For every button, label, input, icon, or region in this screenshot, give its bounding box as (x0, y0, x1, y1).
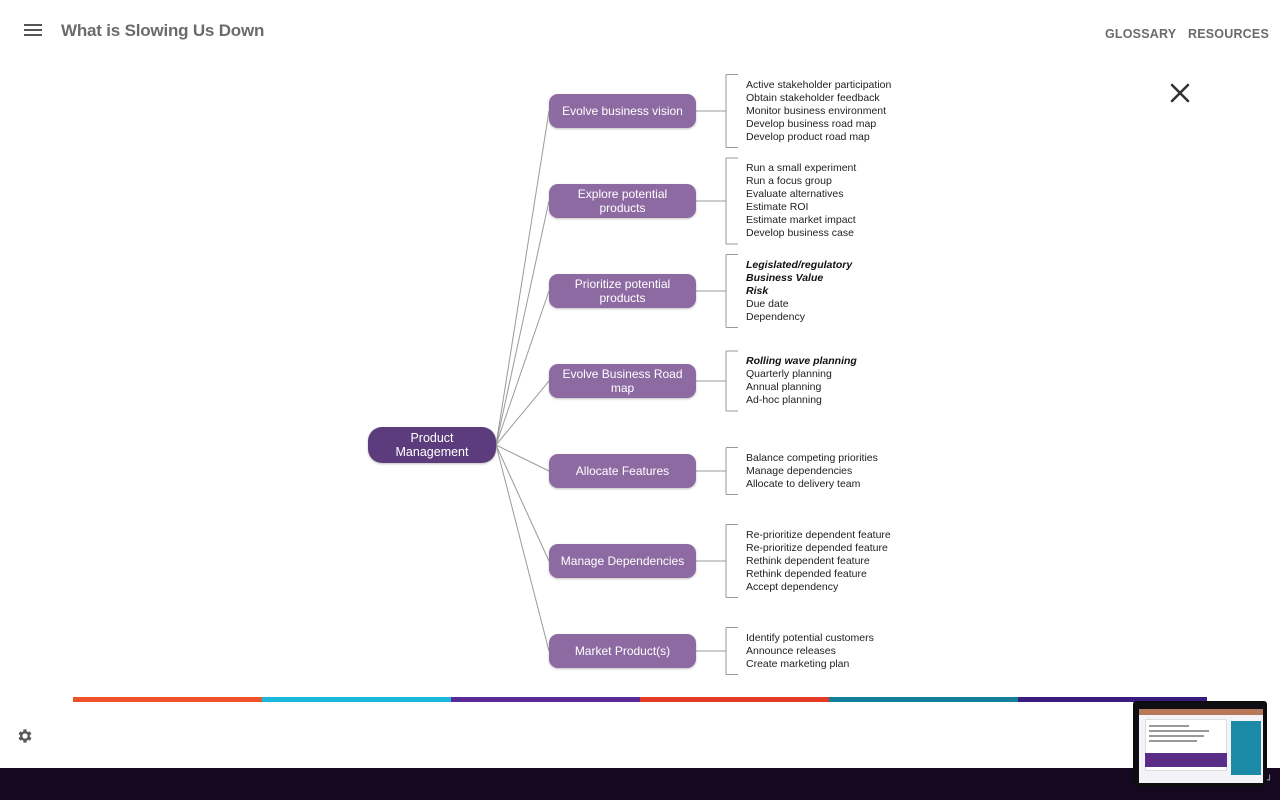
color-bar-segment (451, 697, 640, 702)
close-icon[interactable] (1168, 81, 1192, 105)
branch-item: Active stakeholder participation (746, 78, 892, 91)
mindmap-branch-node: Prioritize potential products (549, 274, 696, 308)
branch-item: Re-prioritize depended feature (746, 541, 888, 554)
resize-handle-icon[interactable]: ┘ (1267, 776, 1273, 786)
branch-item: Balance competing priorities (746, 451, 878, 464)
hamburger-menu-icon[interactable] (24, 24, 42, 40)
color-bar-segment (829, 697, 1018, 702)
mindmap-connectors (495, 74, 738, 675)
mindmap-branch-node: Allocate Features (549, 454, 696, 488)
branch-item: Develop product road map (746, 130, 870, 143)
color-bar-segment (640, 697, 829, 702)
branch-item: Accept dependency (746, 580, 839, 593)
branch-item: Rethink depended feature (746, 567, 867, 580)
connector-line (495, 290, 550, 446)
branch-item: Estimate ROI (746, 201, 809, 213)
mindmap-root-node: Product Management (368, 427, 496, 463)
branch-item: Obtain stakeholder feedback (746, 91, 880, 104)
gear-icon[interactable] (16, 727, 34, 745)
product-management-mindmap: Product Management Evolve business visio… (360, 70, 920, 690)
branch-item: Develop business road map (746, 117, 877, 130)
mindmap-branch-node: Explore potential products (549, 184, 696, 218)
header: What is Slowing Us Down GLOSSARY RESOURC… (0, 0, 1280, 62)
branch-item: Run a small experiment (746, 162, 857, 174)
branch-item: Dependency (746, 310, 805, 323)
footer-bar (0, 768, 1280, 800)
branch-item: Business Value (746, 271, 824, 284)
color-bar-segment (1018, 697, 1207, 702)
resources-link[interactable]: RESOURCES (1188, 27, 1269, 41)
branch-item: Evaluate alternatives (746, 188, 844, 200)
connector-line (495, 380, 550, 446)
branch-item: Run a focus group (746, 175, 832, 187)
branch-item: Announce releases (746, 644, 836, 657)
thumbnail-content (1139, 709, 1263, 783)
slide-thumbnail-preview[interactable] (1133, 701, 1267, 787)
branch-item: Rethink dependent feature (746, 554, 870, 567)
branch-item: Annual planning (746, 381, 822, 393)
mindmap-branch-node: Evolve Business Road map (549, 364, 696, 398)
branch-item: Ad-hoc planning (746, 394, 822, 406)
connector-line (495, 444, 550, 652)
branch-item: Monitor business environment (746, 104, 887, 117)
branch-item: Create marketing plan (746, 657, 850, 670)
branch-item: Risk (746, 284, 769, 297)
branch-item: Manage dependencies (746, 464, 853, 477)
connector-line (495, 110, 550, 446)
branch-item: Rolling wave planning (746, 355, 857, 367)
color-bar-segment (73, 697, 262, 702)
branch-item: Re-prioritize dependent feature (746, 528, 891, 541)
branch-item: Legislated/regulatory (746, 258, 853, 271)
branch-item: Quarterly planning (746, 368, 832, 380)
connector-line (495, 444, 550, 472)
glossary-link[interactable]: GLOSSARY (1105, 27, 1177, 41)
mindmap-branch-node: Manage Dependencies (549, 544, 696, 578)
connector-line (495, 444, 550, 562)
branch-item: Due date (746, 297, 789, 310)
branch-item: Estimate market impact (746, 214, 856, 226)
color-bar (73, 697, 1207, 702)
color-bar-segment (262, 697, 451, 702)
page-title: What is Slowing Us Down (61, 21, 265, 40)
connector-line (495, 200, 550, 446)
branch-item: Identify potential customers (746, 631, 874, 644)
branch-item: Allocate to delivery team (746, 477, 861, 490)
mindmap-branch-node: Evolve business vision (549, 94, 696, 128)
mindmap-branch-node: Market Product(s) (549, 634, 696, 668)
branch-item: Develop business case (746, 227, 854, 239)
